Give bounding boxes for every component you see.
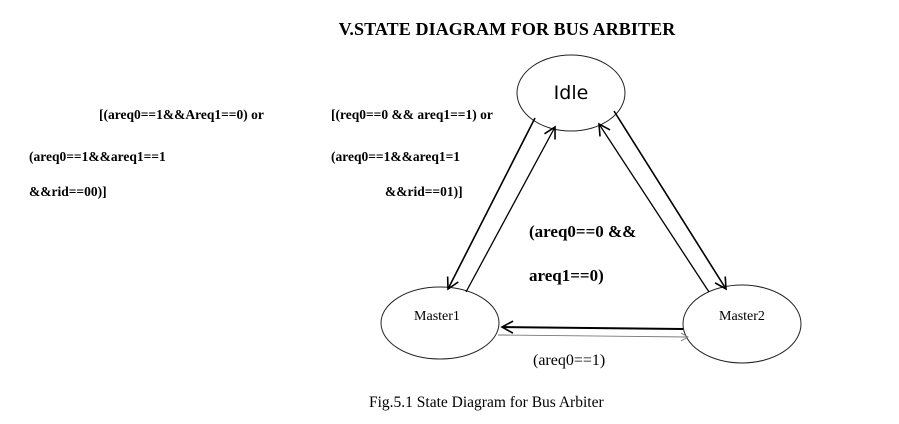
state-master2-shape bbox=[682, 284, 802, 364]
state-master2: Master2 bbox=[682, 284, 802, 364]
condition-idle-to-master2-line2: (areq0==1&&areq1=1 bbox=[331, 149, 461, 164]
state-idle-shape bbox=[516, 54, 626, 132]
condition-idle-to-master1-line3: &&rid==00)] bbox=[29, 184, 107, 199]
arrow-master2-to-master1 bbox=[500, 320, 684, 334]
condition-idle-to-master1-line1: [(areq0==1&&Areq1==0) or bbox=[99, 107, 264, 122]
figure-caption: Fig.5.1 State Diagram for Bus Arbiter bbox=[369, 394, 604, 411]
state-master1: Master1 bbox=[380, 286, 500, 360]
condition-to-idle-line1: (areq0==0 && bbox=[529, 222, 637, 241]
condition-idle-to-master1-line2: (areq0==1&&areq1==1 bbox=[29, 149, 166, 164]
condition-idle-to-master2-line1: [(req0==0 && areq1==1) or bbox=[331, 107, 493, 122]
state-master1-shape bbox=[380, 286, 500, 360]
state-idle-label: Idle bbox=[554, 82, 589, 104]
state-idle: Idle bbox=[516, 54, 626, 132]
condition-idle-to-master2-line3: &&rid==01)] bbox=[385, 184, 463, 199]
condition-master2-to-master1: (areq0==1) bbox=[533, 352, 606, 369]
state-master1-label: Master1 bbox=[414, 309, 460, 324]
arrow-idle-to-master2 bbox=[613, 110, 727, 291]
state-master2-label: Master2 bbox=[719, 309, 765, 324]
arrow-master1-to-master2-head bbox=[680, 332, 689, 342]
arrow-master1-to-master2 bbox=[497, 334, 689, 338]
arrow-idle-to-master1 bbox=[446, 117, 536, 291]
arrow-master1-to-idle bbox=[465, 125, 556, 293]
arrow-master2-to-idle bbox=[598, 122, 710, 293]
diagram-heading: V.STATE DIAGRAM FOR BUS ARBITER bbox=[338, 19, 676, 39]
condition-to-idle-line2: areq1==0) bbox=[529, 266, 604, 285]
